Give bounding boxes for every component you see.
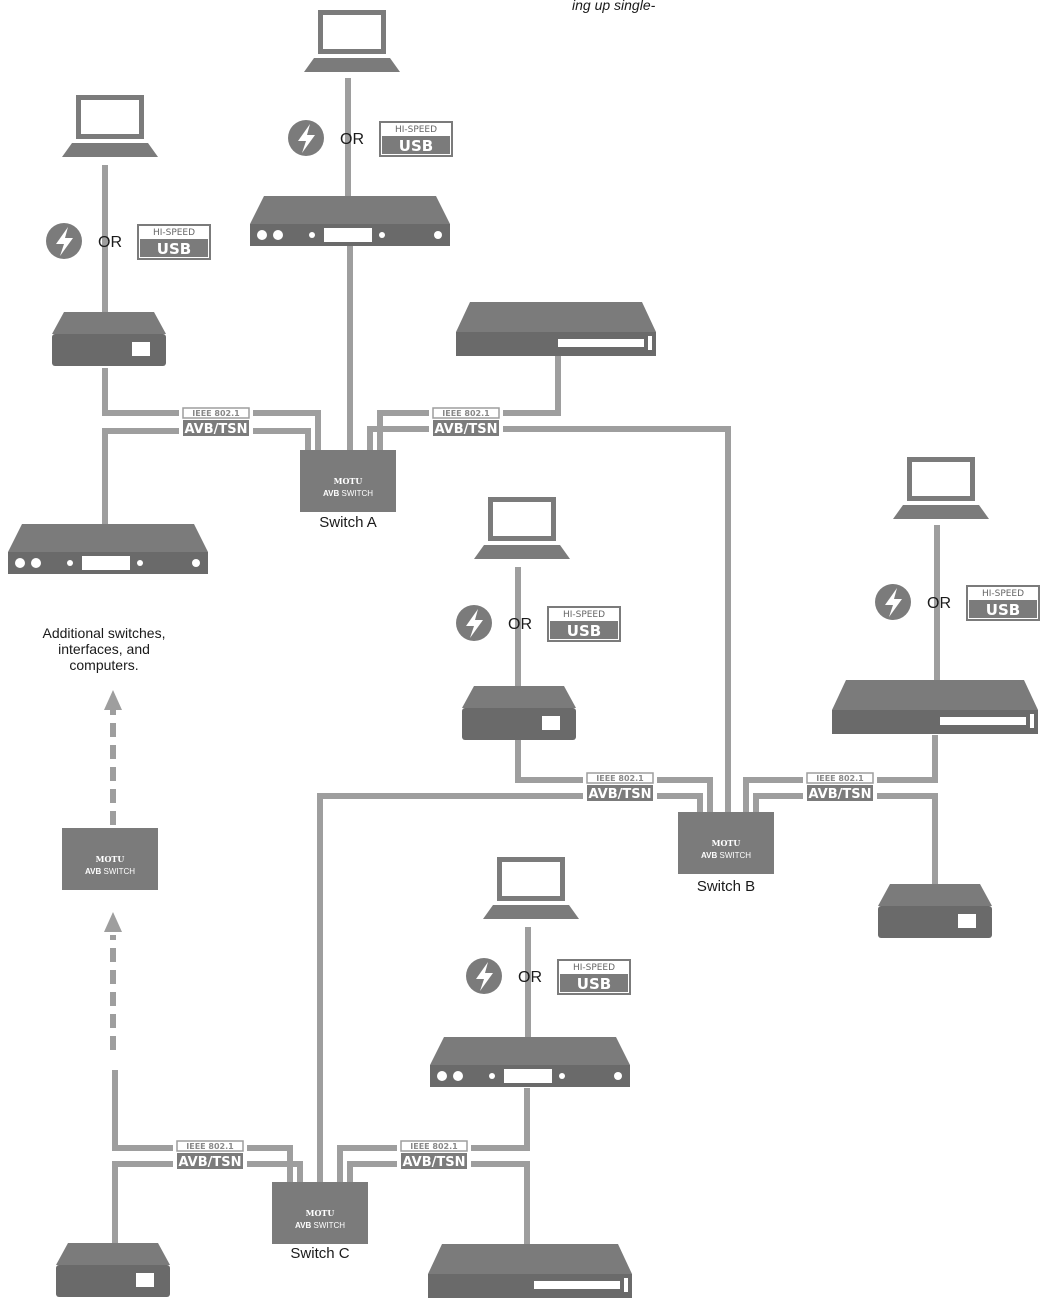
- svg-text:AVB/TSN: AVB/TSN: [434, 422, 497, 437]
- laptop-icon-host-mid: [474, 497, 570, 559]
- svg-text:HI-SPEED: HI-SPEED: [153, 228, 195, 238]
- svg-text:AVB/TSN: AVB/TSN: [178, 1155, 241, 1170]
- laptop-icon-host-a: [304, 10, 400, 72]
- rack-unit-a-right: [456, 302, 656, 356]
- thunderbolt-icon: [875, 584, 911, 620]
- thunderbolt-icon: [456, 605, 492, 641]
- svg-text:IEEE 802.1: IEEE 802.1: [410, 1142, 458, 1151]
- interface-small-mid: [462, 686, 576, 740]
- additional-note: Additional switches, interfaces, and com…: [43, 625, 166, 673]
- usb-badge-icon: HI-SPEED USB: [379, 121, 453, 157]
- header-text-fragment: ing up single-: [572, 0, 656, 13]
- svg-text:computers.: computers.: [69, 657, 138, 673]
- svg-text:AVB SWITCH: AVB SWITCH: [701, 851, 751, 860]
- svg-text:interfaces, and: interfaces, and: [58, 641, 150, 657]
- interface-small-left: [52, 312, 166, 366]
- cable-a-rack-left: [102, 428, 311, 525]
- svg-text:USB: USB: [986, 601, 1020, 619]
- expansion-dashed-line: [104, 690, 122, 1050]
- interface-small-right: [878, 884, 992, 938]
- svg-text:HI-SPEED: HI-SPEED: [563, 610, 605, 620]
- svg-text:USB: USB: [577, 975, 611, 993]
- svg-text:IEEE 802.1: IEEE 802.1: [192, 409, 240, 418]
- interface-small-c-left: [56, 1243, 170, 1297]
- rack-interface-a: [250, 196, 450, 246]
- svg-text:USB: USB: [399, 137, 433, 155]
- rack-interface-c: [430, 1037, 630, 1087]
- host-link-a: OR HI-SPEED USB: [288, 120, 453, 157]
- or-label: OR: [927, 595, 951, 612]
- usb-badge-icon: HI-SPEED USB: [966, 585, 1040, 621]
- cable-a-to-b: [367, 426, 731, 812]
- svg-text:USB: USB: [567, 622, 601, 640]
- svg-text:MOTU: MOTU: [96, 854, 125, 864]
- svg-text:Additional switches,: Additional switches,: [43, 625, 166, 641]
- avb-switch-b: MOTU AVB SWITCH: [678, 812, 774, 874]
- cable-c-rack-bottom: [347, 1161, 530, 1247]
- thunderbolt-icon: [46, 223, 82, 259]
- arrow-up-icon: [104, 912, 122, 932]
- usb-badge-icon: HI-SPEED USB: [137, 224, 211, 260]
- avb-switch-a: MOTU AVB SWITCH: [300, 450, 396, 512]
- avb-switch-c: MOTU AVB SWITCH: [272, 1182, 368, 1244]
- svg-text:MOTU: MOTU: [306, 1208, 335, 1218]
- or-label: OR: [508, 616, 532, 633]
- svg-text:MOTU: MOTU: [334, 476, 363, 486]
- svg-text:IEEE 802.1: IEEE 802.1: [816, 774, 864, 783]
- svg-text:IEEE 802.1: IEEE 802.1: [442, 409, 490, 418]
- svg-text:IEEE 802.1: IEEE 802.1: [186, 1142, 234, 1151]
- or-label: OR: [98, 234, 122, 251]
- switch-c-label: Switch C: [290, 1245, 349, 1262]
- arrow-up-icon-top: [104, 690, 122, 710]
- rack-unit-c-bottom: [428, 1244, 632, 1298]
- laptop-icon-host-c: [483, 857, 579, 919]
- usb-badge-icon: HI-SPEED USB: [547, 606, 621, 642]
- switch-b-label: Switch B: [697, 878, 755, 895]
- svg-text:HI-SPEED: HI-SPEED: [982, 589, 1024, 599]
- thunderbolt-icon: [288, 120, 324, 156]
- host-link-mid: OR HI-SPEED USB: [456, 605, 621, 642]
- laptop-icon-host-left: [62, 95, 158, 157]
- svg-text:HI-SPEED: HI-SPEED: [395, 125, 437, 135]
- svg-text:AVB/TSN: AVB/TSN: [808, 787, 871, 802]
- rack-interface-left: [8, 524, 208, 574]
- svg-text:USB: USB: [157, 240, 191, 258]
- thunderbolt-icon: [466, 958, 502, 994]
- svg-text:MOTU: MOTU: [712, 838, 741, 848]
- rack-unit-right: [832, 680, 1038, 734]
- host-link-c: OR HI-SPEED USB: [466, 958, 631, 995]
- or-label: OR: [518, 969, 542, 986]
- avb-switch-additional: MOTU AVB SWITCH: [62, 828, 158, 890]
- cable-b-to-c: [317, 793, 703, 1182]
- or-label: OR: [340, 131, 364, 148]
- svg-text:IEEE 802.1: IEEE 802.1: [596, 774, 644, 783]
- svg-text:AVB SWITCH: AVB SWITCH: [323, 489, 373, 498]
- cable-b-interface-right: [753, 793, 938, 885]
- svg-text:AVB/TSN: AVB/TSN: [588, 787, 651, 802]
- switch-a-label: Switch A: [319, 514, 377, 531]
- laptop-icon-host-right: [893, 457, 989, 519]
- svg-text:AVB/TSN: AVB/TSN: [184, 422, 247, 437]
- usb-badge-icon: HI-SPEED USB: [557, 959, 631, 995]
- svg-text:AVB SWITCH: AVB SWITCH: [295, 1221, 345, 1230]
- host-link-left: OR HI-SPEED USB: [46, 223, 211, 260]
- svg-text:AVB SWITCH: AVB SWITCH: [85, 867, 135, 876]
- svg-text:HI-SPEED: HI-SPEED: [573, 963, 615, 973]
- svg-text:AVB/TSN: AVB/TSN: [402, 1155, 465, 1170]
- host-link-right: OR HI-SPEED USB: [875, 584, 1040, 621]
